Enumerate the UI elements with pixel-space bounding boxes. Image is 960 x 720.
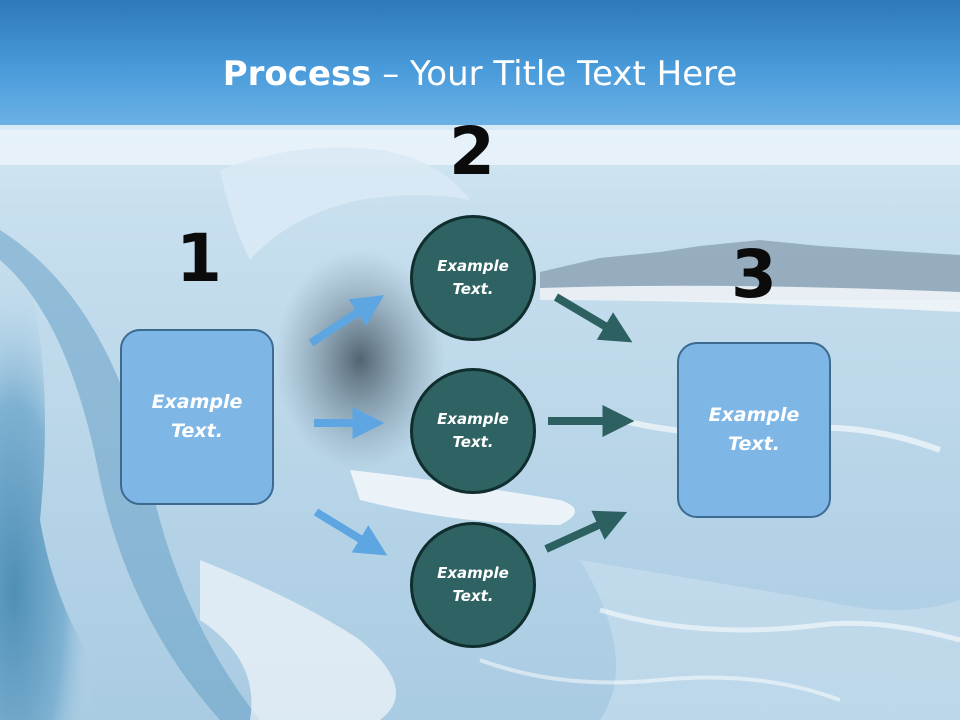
- circle-middle-line2: Text.: [452, 433, 494, 451]
- distant-hills: [540, 240, 960, 300]
- circle-bottom-line1: Example: [437, 564, 509, 582]
- header-band: [0, 0, 960, 130]
- title-rest: – Your Title Text Here: [371, 54, 738, 94]
- slide-title: Process – Your Title Text Here: [0, 52, 960, 96]
- step-box-1-line1: Example: [151, 391, 243, 413]
- arrow-right-dark-icon: [544, 510, 628, 553]
- circle-top-line2: Text.: [452, 280, 494, 298]
- surfer-silhouette: [275, 250, 445, 470]
- title-bold: Process: [222, 54, 372, 94]
- arrow-right-light-icon: [308, 295, 385, 347]
- circle-middle-line1: Example: [437, 410, 509, 428]
- step-box-3-line2: Text.: [728, 433, 780, 455]
- step-number-2: 2: [449, 113, 495, 190]
- step-box-3-line1: Example: [708, 404, 800, 426]
- surfboard: [350, 470, 575, 525]
- arrow-right-dark-icon: [553, 293, 633, 343]
- step-number-3: 3: [731, 236, 777, 313]
- step-number-1: 1: [176, 220, 222, 297]
- arrow-right-light-icon: [313, 508, 388, 556]
- circle-top-line1: Example: [437, 257, 509, 275]
- step-box-1-line2: Text.: [171, 420, 223, 442]
- circle-bottom-line2: Text.: [452, 587, 494, 605]
